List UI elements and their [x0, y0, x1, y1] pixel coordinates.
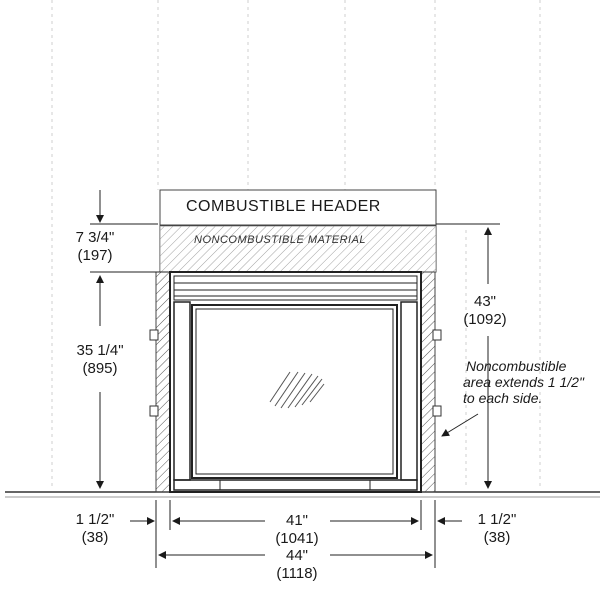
brackets [149, 329, 442, 417]
dim-total-height-metric: (1092) [463, 311, 507, 328]
dim-total-width-imperial: 44" [285, 547, 308, 564]
note-line-1: Noncombustible [466, 358, 567, 374]
dim-total-height-line [436, 223, 500, 489]
note-line-2: area extends 1 1/2" [463, 374, 584, 390]
dim-opening-height-imperial: 35 1/4" [76, 342, 124, 359]
dim-header-height-metric: (197) [77, 247, 113, 264]
dim-total-height-imperial: 43" [473, 293, 496, 310]
wall-studs [51, 0, 541, 488]
dim-side-left-metric: (38) [81, 529, 109, 546]
noncombustible-material-label: NONCOMBUSTIBLE MATERIAL [194, 234, 367, 246]
dim-header-height-line [90, 190, 158, 225]
note-leader-arrow [441, 413, 479, 437]
combustible-header-label: COMBUSTIBLE HEADER [186, 198, 381, 215]
note-line-3: to each side. [463, 390, 543, 406]
dim-side-left-imperial: 1 1/2" [75, 511, 115, 528]
dim-header-height-imperial: 7 3/4" [75, 229, 115, 246]
dim-opening-width-metric: (1041) [275, 530, 319, 547]
combustible-header [159, 189, 437, 226]
glass-reflection [269, 371, 325, 409]
left-noncombustible-strip [155, 271, 171, 493]
bottom-extension-lines [155, 500, 436, 568]
dim-total-width-metric: (1118) [276, 565, 318, 582]
right-noncombustible-strip [420, 271, 436, 493]
dim-opening-width-imperial: 41" [285, 512, 308, 529]
fireplace-unit [169, 271, 422, 493]
dim-opening-height-line [90, 271, 168, 489]
dim-side-right-imperial: 1 1/2" [477, 511, 517, 528]
dim-opening-height-metric: (895) [82, 360, 118, 377]
dim-side-right-metric: (38) [483, 529, 511, 546]
